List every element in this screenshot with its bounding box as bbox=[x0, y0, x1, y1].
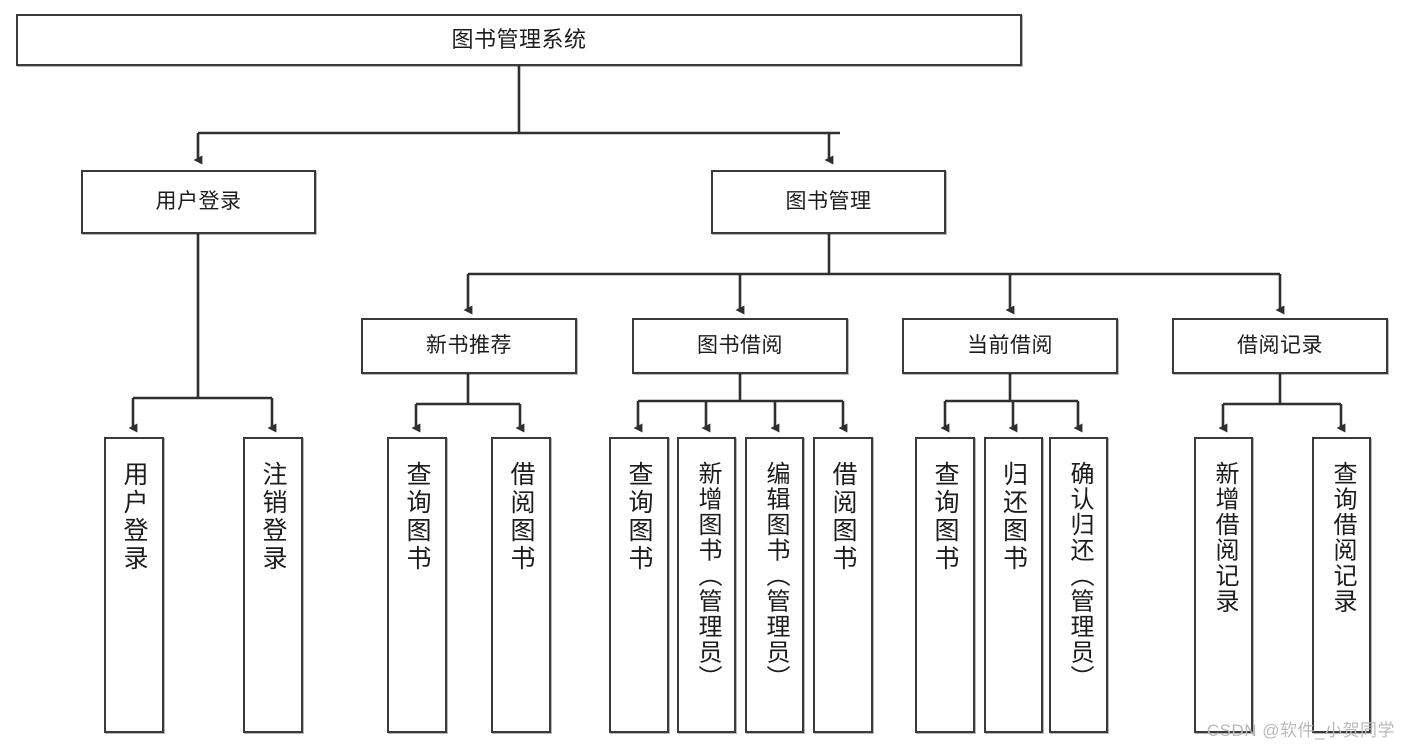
node-label: 查询图书 bbox=[625, 461, 653, 573]
node-label: 用户登录 bbox=[120, 461, 148, 573]
node-label: 图书管理系统 bbox=[451, 27, 587, 53]
node-label: 借阅记录 bbox=[1237, 333, 1323, 357]
node-label: 编辑图书（管理员） bbox=[761, 461, 789, 691]
leaf-borrow-record-query-record[interactable]: 查询借阅记录 bbox=[1312, 437, 1371, 733]
leaf-current-borrow-query-book[interactable]: 查询图书 bbox=[915, 437, 975, 733]
node-label: 借阅图书 bbox=[507, 461, 535, 573]
node-book-management[interactable]: 图书管理 bbox=[711, 170, 946, 234]
node-book-borrow[interactable]: 图书借阅 bbox=[632, 318, 848, 374]
leaf-user-login-login[interactable]: 用户登录 bbox=[104, 437, 164, 733]
node-new-book-recommend[interactable]: 新书推荐 bbox=[361, 318, 577, 374]
node-borrow-record[interactable]: 借阅记录 bbox=[1172, 318, 1388, 374]
node-label: 注销登录 bbox=[259, 461, 287, 573]
leaf-book-borrow-borrow-book[interactable]: 借阅图书 bbox=[813, 437, 873, 733]
leaf-current-borrow-return-book[interactable]: 归还图书 bbox=[984, 437, 1043, 733]
leaf-new-book-borrow-book[interactable]: 借阅图书 bbox=[491, 437, 551, 733]
node-label: 新增借阅记录 bbox=[1210, 461, 1238, 614]
watermark-text: CSDN @软件_小贺同学 bbox=[1206, 721, 1395, 740]
node-label: 查询图书 bbox=[931, 461, 959, 573]
node-label: 图书借阅 bbox=[697, 333, 783, 357]
node-label: 新书推荐 bbox=[426, 333, 512, 357]
node-user-login[interactable]: 用户登录 bbox=[81, 170, 316, 234]
node-label: 图书管理 bbox=[785, 189, 872, 213]
node-label: 查询借阅记录 bbox=[1328, 461, 1356, 614]
node-label: 新增图书（管理员） bbox=[693, 461, 721, 691]
node-current-borrow[interactable]: 当前借阅 bbox=[902, 318, 1118, 374]
node-root-library-system[interactable]: 图书管理系统 bbox=[16, 14, 1022, 66]
leaf-book-borrow-add-book-admin[interactable]: 新增图书（管理员） bbox=[677, 437, 736, 733]
leaf-book-borrow-query-book[interactable]: 查询图书 bbox=[609, 437, 669, 733]
leaf-current-borrow-confirm-return-admin[interactable]: 确认归还（管理员） bbox=[1049, 437, 1108, 733]
node-label: 用户登录 bbox=[155, 189, 242, 213]
node-label: 确认归还（管理员） bbox=[1065, 461, 1093, 691]
node-label: 查询图书 bbox=[403, 461, 431, 573]
leaf-borrow-record-add-record[interactable]: 新增借阅记录 bbox=[1194, 437, 1253, 733]
leaf-new-book-query-book[interactable]: 查询图书 bbox=[387, 437, 447, 733]
node-label: 借阅图书 bbox=[829, 461, 857, 573]
leaf-book-borrow-edit-book-admin[interactable]: 编辑图书（管理员） bbox=[745, 437, 804, 733]
leaf-user-login-logout[interactable]: 注销登录 bbox=[243, 437, 303, 733]
node-label: 当前借阅 bbox=[967, 333, 1053, 357]
node-label: 归还图书 bbox=[999, 461, 1028, 573]
